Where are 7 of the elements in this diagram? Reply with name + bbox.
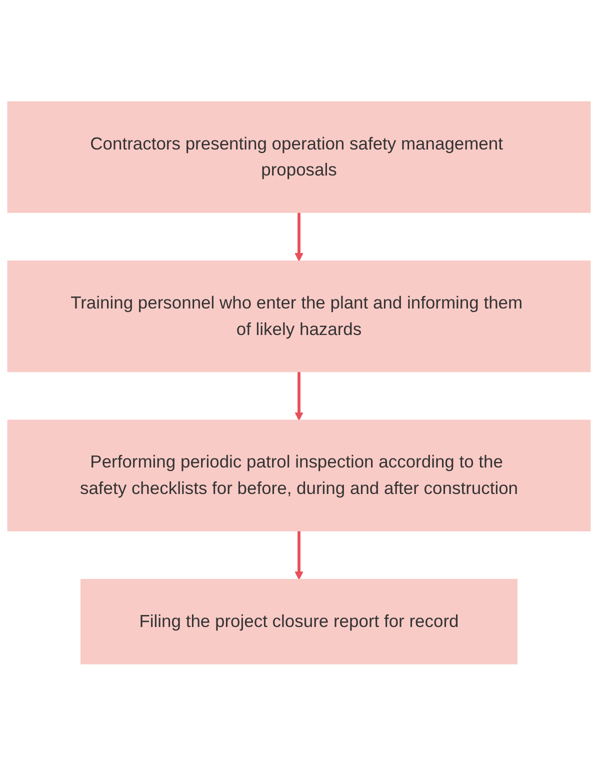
node-box: Contractors presenting operation safety management proposals [7, 100, 591, 213]
node-box: Training personnel who enter the plant and informing them of likely hazards [7, 260, 591, 372]
arrow [294, 212, 304, 262]
arrow [294, 530, 304, 580]
arrow [294, 371, 304, 420]
node-box: Performing periodic patrol inspection according to the safety checklists for before, during and after construction [7, 419, 591, 532]
node-box: Filing the project closure report for record [80, 578, 518, 664]
